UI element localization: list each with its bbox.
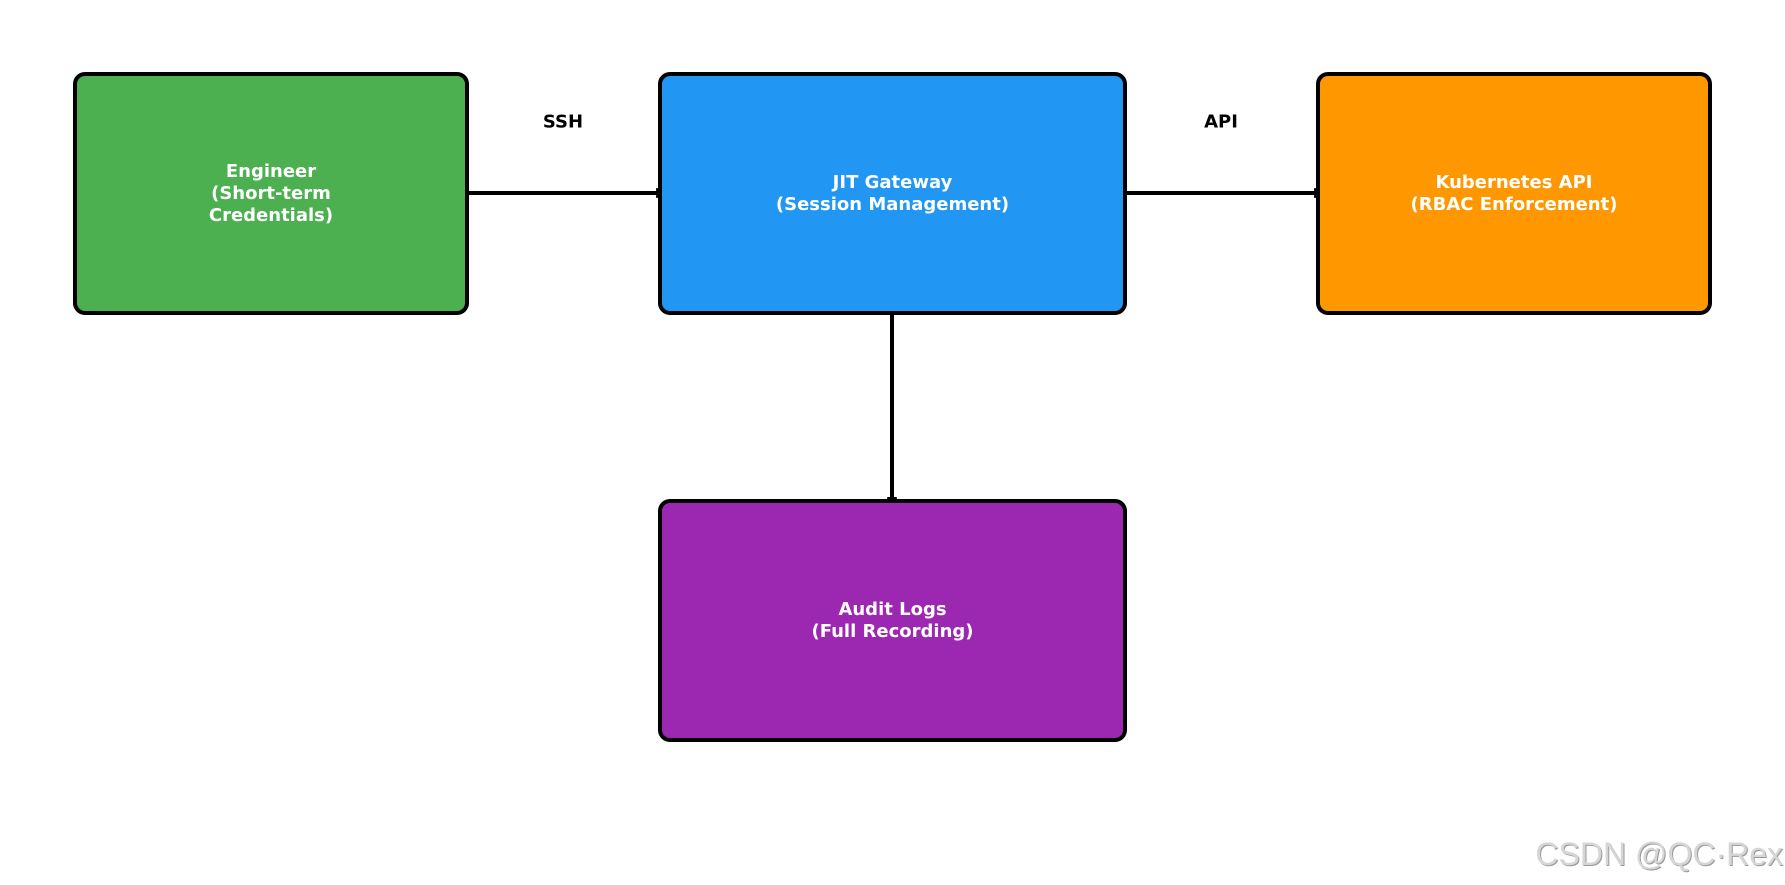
jit-gateway-label: JIT Gateway (Session Management) [775, 171, 1010, 215]
audit-logs-node: Audit Logs (Full Recording) [658, 499, 1127, 742]
engineer-label: Engineer (Short-term Credentials) [208, 160, 334, 226]
engineer-node: Engineer (Short-term Credentials) [73, 72, 469, 315]
watermark: CSDN @QC·Rex [1535, 836, 1783, 872]
ssh-edge-label: SSH [542, 111, 584, 133]
kubernetes-api-node: Kubernetes API (RBAC Enforcement) [1316, 72, 1712, 315]
jit-gateway-node: JIT Gateway (Session Management) [658, 72, 1127, 315]
api-edge-label: API [1204, 111, 1238, 133]
audit-logs-label: Audit Logs (Full Recording) [811, 598, 974, 642]
kubernetes-api-label: Kubernetes API (RBAC Enforcement) [1410, 171, 1618, 215]
